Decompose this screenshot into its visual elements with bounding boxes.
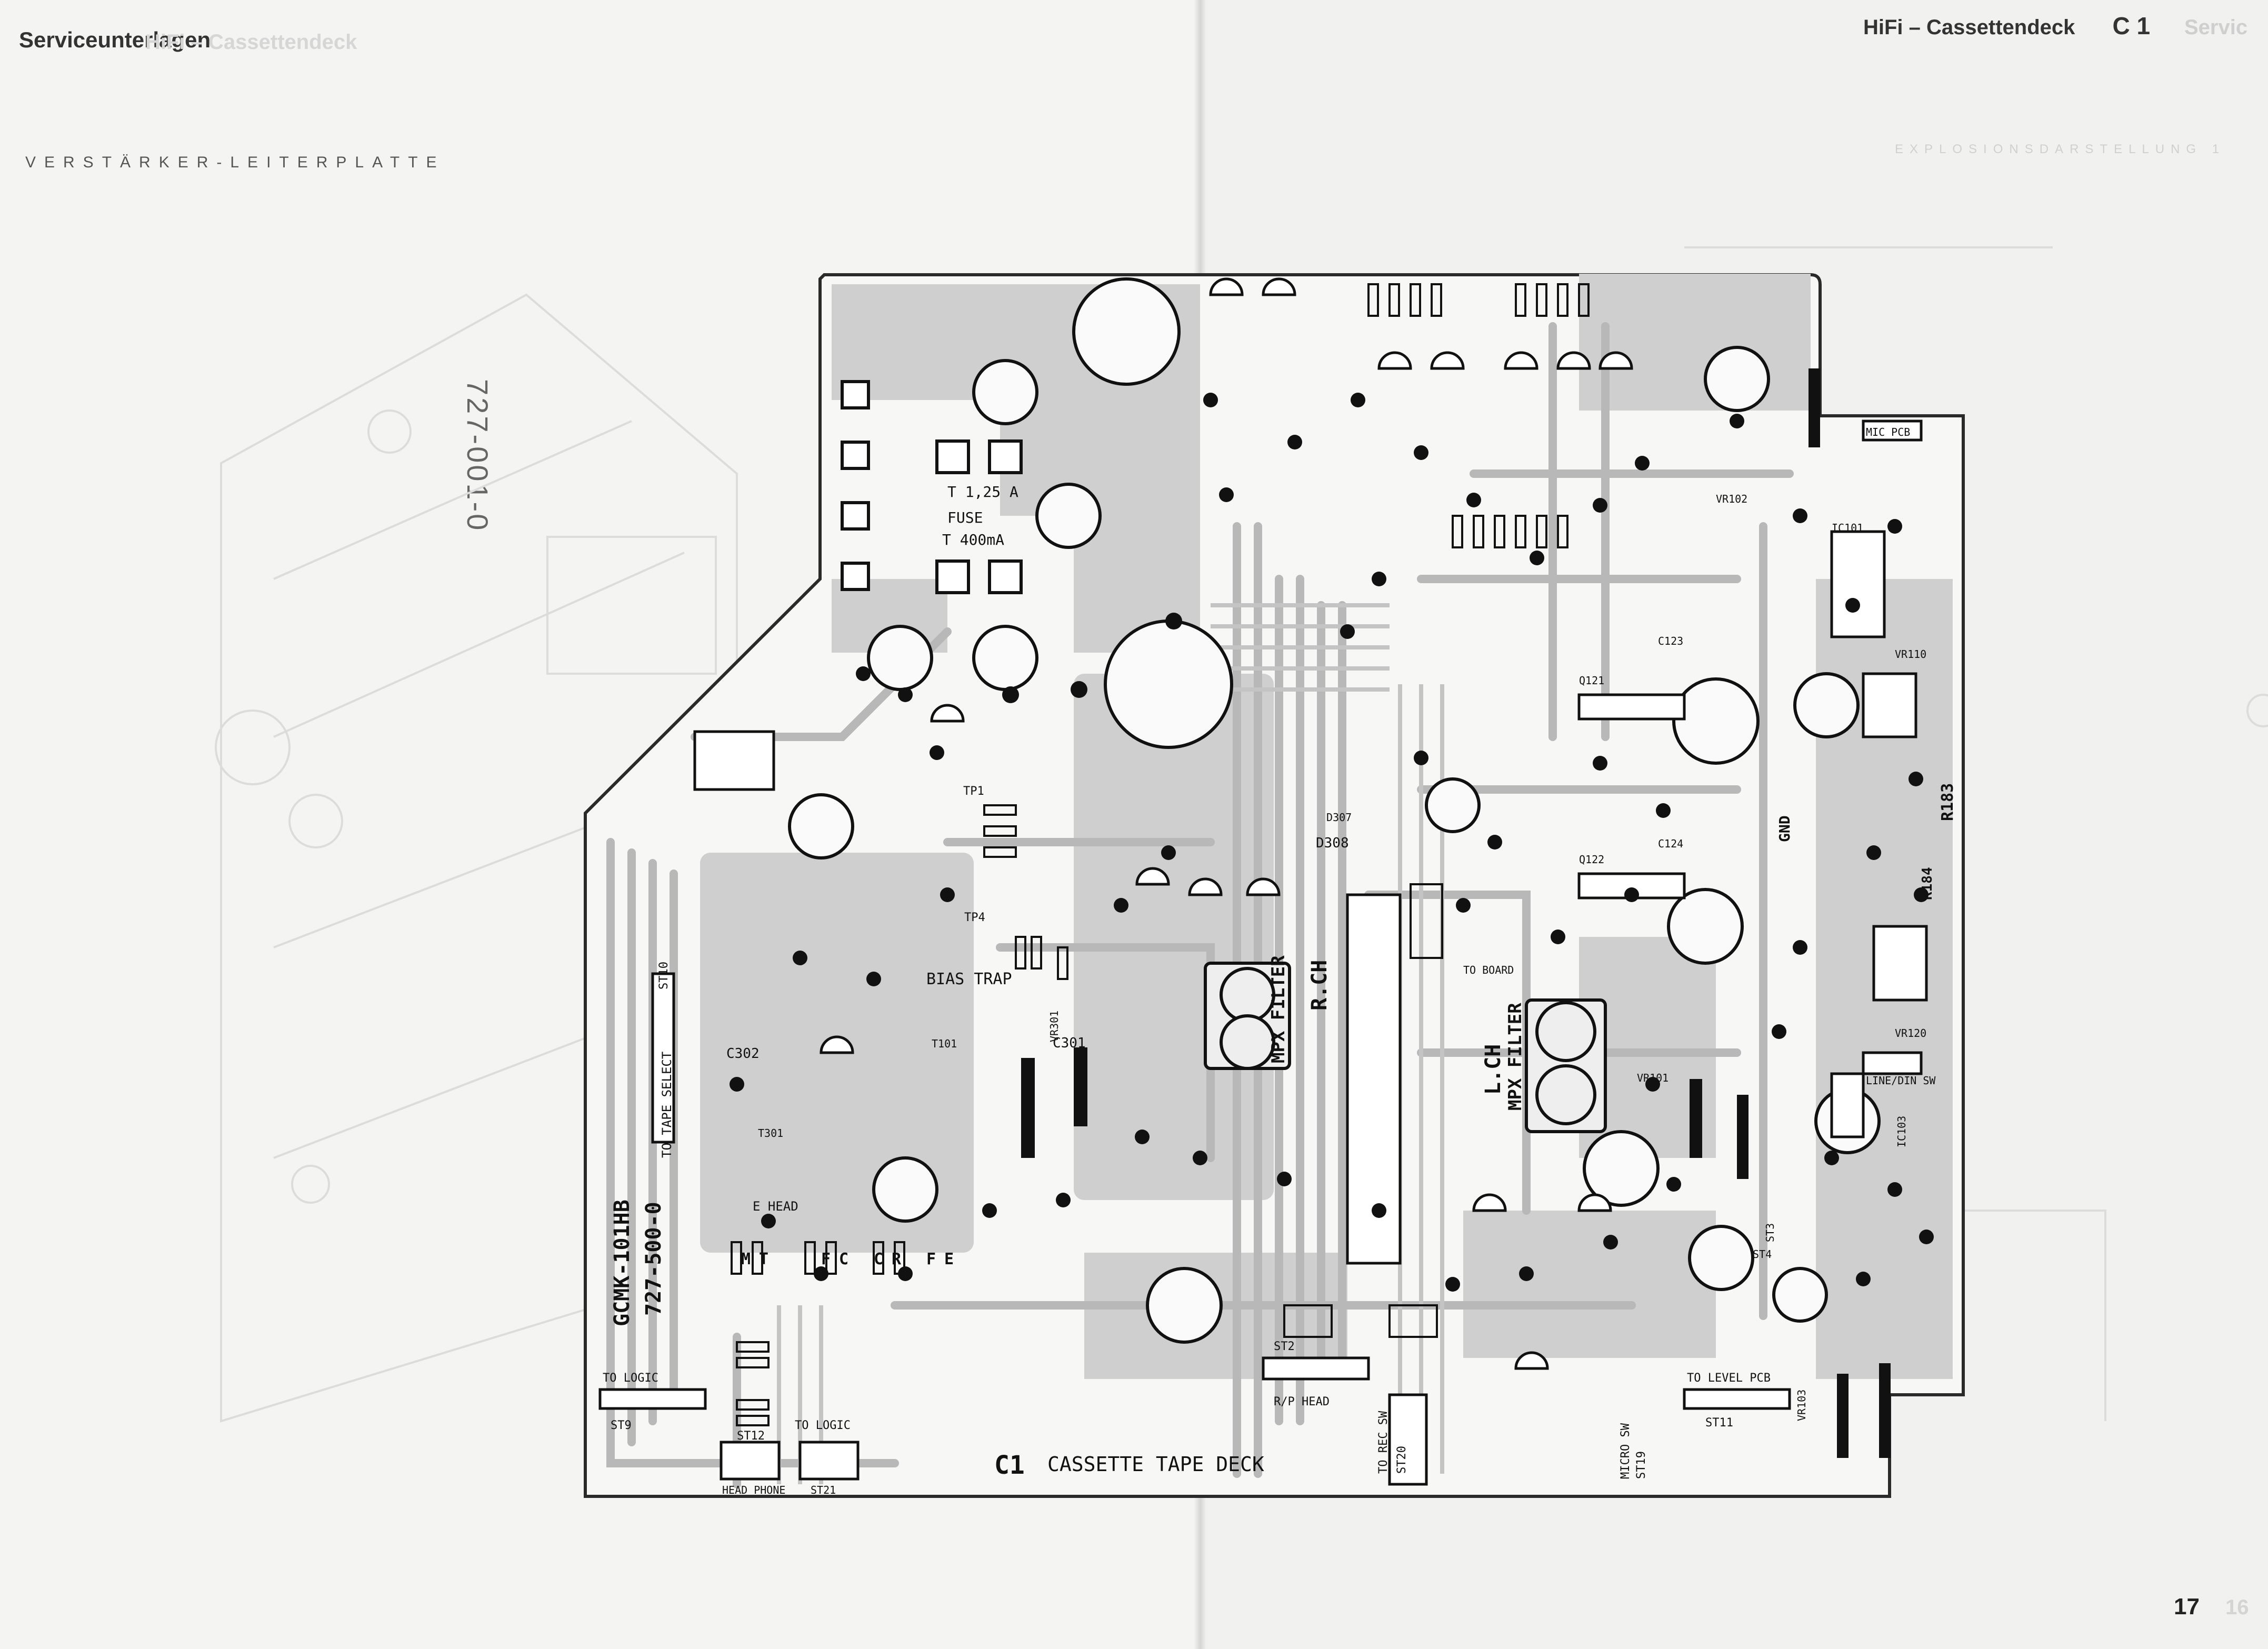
mpx-filter-left-label: MPX FILTER <box>1505 1003 1526 1111</box>
q122-label: Q122 <box>1579 853 1604 866</box>
connectors <box>598 419 1923 1486</box>
c302-label: C302 <box>726 1046 760 1062</box>
t301-label: T301 <box>758 1127 783 1140</box>
board-labels: C1 CASSETTE TAPE DECK T 1,25 A FUSE T 40… <box>603 426 1936 1496</box>
st11-label: ST11 <box>1705 1416 1733 1430</box>
head-phone-label: HEAD PHONE <box>722 1484 785 1496</box>
transistors <box>820 277 1633 1370</box>
solder-pads <box>730 393 1934 1292</box>
to-board-label: TO BOARD <box>1463 964 1514 976</box>
to-rec-sw-label: TO REC SW <box>1377 1411 1390 1474</box>
fuse-1-label: T 1,25 A <box>947 483 1018 501</box>
r184-label: R184 <box>1920 867 1935 900</box>
fuse-label: FUSE <box>947 509 983 526</box>
header-left-ghost: HiFi – Cassettendeck <box>145 31 357 54</box>
st20-label: ST20 <box>1395 1446 1408 1474</box>
line-din-sw-label: LINE/DIN SW <box>1866 1074 1936 1087</box>
micro-sw-label: MICRO SW <box>1619 1423 1632 1479</box>
vr101-label: VR101 <box>1637 1072 1668 1084</box>
r-ch-label: R.CH <box>1307 960 1332 1011</box>
board-name: CASSETTE TAPE DECK <box>1047 1453 1264 1476</box>
page-number: 17 <box>2174 1594 2200 1620</box>
header-right: HiFi – Cassettendeck C 1 <box>1863 12 2150 40</box>
q121-label: Q121 <box>1579 674 1604 687</box>
header-right-title: HiFi – Cassettendeck <box>1863 16 2075 39</box>
part-code-label: 727-500-0 <box>642 1202 666 1316</box>
header-left-title: Serviceunterlagen <box>19 27 211 52</box>
st4-label: ST4 <box>1753 1248 1772 1261</box>
header-right-ghost: Servic <box>2184 16 2248 39</box>
gnd-label: GND <box>1776 815 1793 842</box>
l-ch-label: L.CH <box>1481 1044 1505 1095</box>
mic-pcb-label: MIC PCB <box>1866 426 1910 438</box>
cr-label: CR <box>874 1250 910 1268</box>
board-title: C1 <box>994 1451 1025 1480</box>
st9-label: ST9 <box>611 1419 632 1432</box>
st10-label: ST10 <box>657 962 671 990</box>
mt-label: MT <box>741 1250 777 1268</box>
electrolytic-capacitors <box>788 277 1881 1344</box>
vr110-label: VR110 <box>1895 648 1926 661</box>
c301-label: C301 <box>1053 1035 1086 1051</box>
board-labels-rotated: GCMK-101HB 727-500-0 TO TAPE SELECT ST10… <box>610 783 1957 1479</box>
vr102-label: VR102 <box>1716 493 1747 505</box>
integrated-circuits <box>1346 530 1928 1265</box>
t101-label: T101 <box>932 1037 957 1050</box>
bias-trap-label: BIAS TRAP <box>926 970 1012 988</box>
tape-select-label: TO TAPE SELECT <box>660 1052 674 1158</box>
tp1-label: TP1 <box>963 785 984 798</box>
mpx-filter-right-label: MPX FILTER <box>1268 955 1289 1063</box>
fuse-2-label: T 400mA <box>942 531 1004 548</box>
small-components <box>731 283 1590 1426</box>
to-logic-2-label: TO LOGIC <box>795 1419 851 1432</box>
vr103-label: VR103 <box>1795 1390 1808 1421</box>
page-subtitle: VERSTÄRKER-LEITERPLATTE <box>25 154 445 171</box>
fc-label: FC <box>821 1250 857 1268</box>
vr301-label: VR301 <box>1048 1011 1061 1042</box>
d308-label: D308 <box>1316 835 1349 851</box>
page-number-ghost: 16 <box>2225 1596 2249 1619</box>
ic101-label: IC101 <box>1832 522 1863 534</box>
ic103-label: IC103 <box>1895 1116 1908 1147</box>
tp4-label: TP4 <box>964 911 985 924</box>
ghost-caption: EXPLOSIONSDARSTELLUNG 1 <box>1895 142 2226 156</box>
mpx-filters <box>1204 962 1607 1133</box>
c124-label: C124 <box>1658 837 1683 850</box>
dark-bars <box>1021 368 1891 1458</box>
rp-head-label: R/P HEAD <box>1274 1395 1330 1408</box>
st3-label: ST3 <box>1764 1223 1776 1242</box>
r183-label: R183 <box>1939 783 1957 821</box>
fe-label: FE <box>926 1250 962 1268</box>
to-logic-1-label: TO LOGIC <box>603 1372 658 1385</box>
st2-label: ST2 <box>1274 1340 1295 1353</box>
e-head-label: E HEAD <box>753 1199 798 1214</box>
c123-label: C123 <box>1658 635 1683 647</box>
part-no-label: GCMK-101HB <box>610 1200 634 1326</box>
header-left: Serviceunterlagen HiFi – Cassettendeck <box>19 27 357 54</box>
fuse-holders <box>841 380 1023 594</box>
vr120-label: VR120 <box>1895 1027 1926 1040</box>
st19-label: ST19 <box>1635 1451 1648 1479</box>
d307-label: D307 <box>1326 811 1352 824</box>
to-level-pcb-label: TO LEVEL PCB <box>1687 1372 1771 1385</box>
st12-label: ST12 <box>737 1430 765 1443</box>
st21-label: ST21 <box>811 1484 836 1496</box>
header-right-section: C 1 <box>2112 12 2151 39</box>
